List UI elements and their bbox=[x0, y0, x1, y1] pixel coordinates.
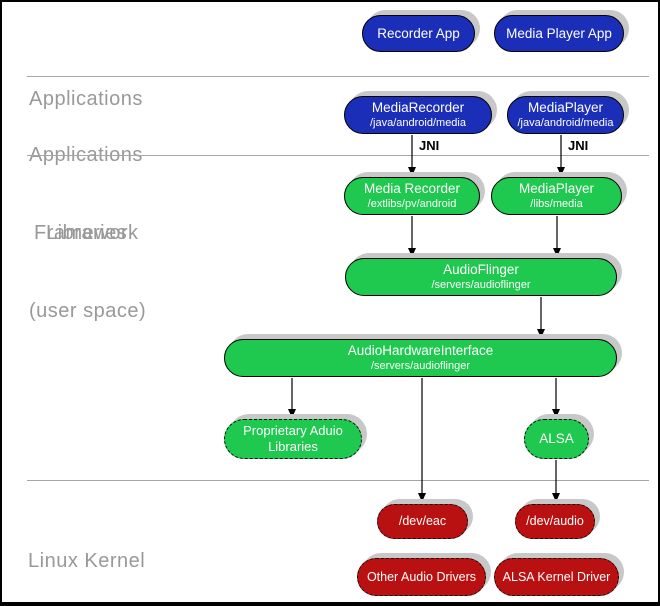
arrow-audiohw-to-dev-eac bbox=[418, 378, 426, 502]
node-recorder-app: Recorder App bbox=[362, 15, 475, 52]
node-title: Media Player App bbox=[506, 25, 612, 41]
node-proprietary-audio-libraries: Proprietary Aduio Libraries bbox=[224, 419, 362, 459]
node-audiohardwareinterface: AudioHardwareInterface /servers/audiofli… bbox=[224, 339, 617, 377]
node-title: Libraries bbox=[268, 439, 318, 454]
node-title: Proprietary Aduio bbox=[243, 422, 343, 438]
layer-separator bbox=[27, 76, 649, 77]
arrow-mediarecorder-to-audioflinger bbox=[408, 216, 416, 257]
arrow-audiohw-to-alsa bbox=[552, 378, 560, 418]
layer-separator bbox=[27, 155, 649, 156]
layer-label-text: (user space) bbox=[29, 300, 147, 322]
node-title: Media Recorder bbox=[363, 181, 461, 197]
node-title: Other Audio Drivers bbox=[366, 569, 477, 584]
node-title: ALSA bbox=[539, 431, 574, 447]
node-title: MediaPlayer bbox=[527, 100, 604, 116]
arrow-mediaplayer-to-audioflinger bbox=[553, 216, 561, 257]
node-mediaplayer-framework: MediaPlayer /java/android/media bbox=[507, 96, 624, 134]
node-title: /dev/audio bbox=[526, 514, 584, 529]
node-dev-audio: /dev/audio bbox=[515, 504, 595, 539]
layer-label-text: Libraries bbox=[46, 222, 128, 244]
jni-label: JNI bbox=[419, 138, 440, 153]
node-subtitle: /java/android/media bbox=[369, 116, 466, 129]
node-dev-eac: /dev/eac bbox=[377, 504, 468, 539]
node-subtitle: /libs/media bbox=[530, 197, 583, 210]
arrow-audioflinger-to-audiohardwareinterface bbox=[537, 297, 545, 338]
node-subtitle: /java/android/media bbox=[517, 116, 614, 129]
node-title: /dev/eac bbox=[398, 514, 447, 529]
layer-label-text: Applications bbox=[29, 88, 143, 110]
layer-label-text: Linux Kernel bbox=[28, 550, 146, 572]
node-alsa: ALSA bbox=[524, 419, 589, 459]
node-subtitle: /servers/audioflinger bbox=[370, 359, 471, 372]
node-mediarecorder-framework: MediaRecorder /java/android/media bbox=[344, 96, 492, 134]
node-title: AudioFlinger bbox=[443, 262, 519, 278]
node-audioflinger: AudioFlinger /servers/audioflinger bbox=[345, 258, 617, 296]
node-media-player-app: Media Player App bbox=[494, 15, 624, 52]
arrow-audiohw-to-proprietary bbox=[288, 378, 296, 418]
node-title: AudioHardwareInterface bbox=[347, 343, 494, 359]
node-mediaplayer-library: MediaPlayer /libs/media bbox=[491, 177, 622, 215]
node-subtitle: /servers/audioflinger bbox=[431, 278, 531, 291]
layer-label-linux-kernel: Linux Kernel bbox=[28, 496, 146, 602]
node-media-recorder-library: Media Recorder /extlibs/pv/android bbox=[344, 177, 480, 215]
node-title: MediaPlayer bbox=[518, 181, 595, 197]
layer-separator bbox=[27, 480, 649, 481]
node-title: MediaRecorder bbox=[371, 100, 465, 116]
jni-label: JNI bbox=[568, 138, 589, 153]
node-subtitle: /extlibs/pv/android bbox=[367, 197, 457, 210]
node-other-audio-drivers: Other Audio Drivers bbox=[357, 558, 486, 596]
arrow-alsa-to-dev-audio bbox=[552, 460, 560, 502]
layer-label-text: Framework bbox=[34, 222, 139, 244]
layer-label-libraries-user-space: Libraries (user space) bbox=[29, 168, 146, 376]
layer-label-applications: Applications bbox=[29, 34, 143, 164]
node-title: Recorder App bbox=[377, 25, 460, 41]
node-alsa-kernel-driver: ALSA Kernel Driver bbox=[494, 558, 619, 596]
node-title: ALSA Kernel Driver bbox=[502, 569, 611, 584]
